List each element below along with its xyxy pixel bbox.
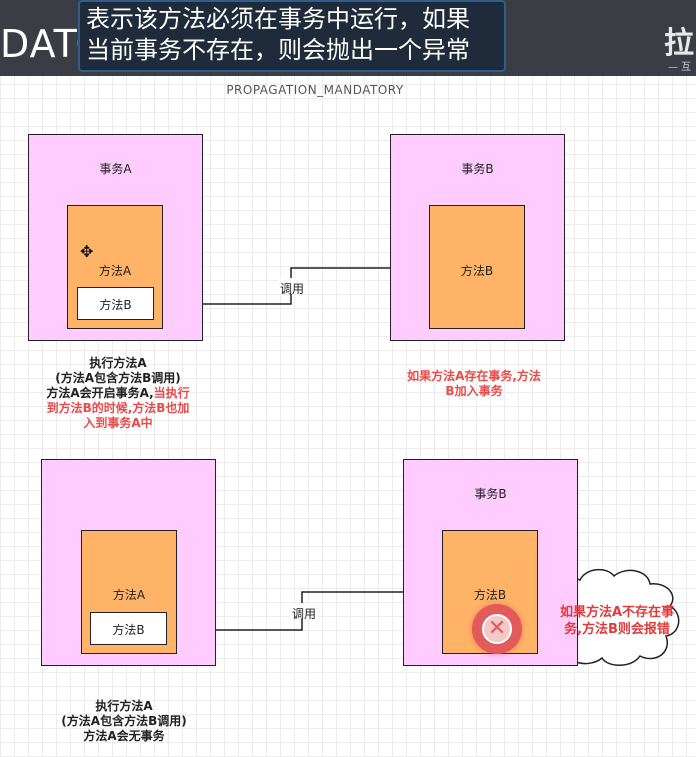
desc-line: 入到事务A中 <box>83 416 153 430</box>
desc-line: (方法A包含方法B调用) <box>55 371 181 385</box>
error-cloud-text: 如果方法A不存在事务,方法B则会报错 <box>559 605 675 637</box>
transaction-b-label-2: 事务B <box>474 487 507 501</box>
method-b-label: 方法B <box>460 264 494 278</box>
logo-subtitle: — 互 <box>668 62 692 73</box>
desc-red-part: 当执行 <box>153 386 190 400</box>
transaction-b-label: 事务B <box>461 162 494 176</box>
desc-line: B加入事务 <box>445 384 503 398</box>
error-x-icon: ✕ <box>482 614 512 644</box>
desc-line: 方法A会开启事务A,当执行 <box>28 386 208 401</box>
method-b-inner-label-2: 方法B <box>112 623 145 637</box>
method-a-label: 方法A <box>98 264 132 278</box>
desc-line: 如果方法A存在事务,方法 <box>407 369 541 383</box>
caption-line-1: 表示该方法必须在事务中运行，如果 <box>86 5 470 33</box>
method-b-label-2: 方法B <box>473 588 507 602</box>
method-b-inner-box-2 <box>90 612 167 645</box>
scenario1-left-description: 执行方法A (方法A包含方法B调用) 方法A会开启事务A,当执行 到方法B的时候… <box>28 356 208 431</box>
method-b-inner-box <box>77 287 154 320</box>
desc-black-part: 方法A会开启事务A, <box>46 386 154 400</box>
call-label-2: 调用 <box>291 607 316 621</box>
desc-line: 到方法B的时候,方法B也加 <box>46 401 190 415</box>
move-cursor-icon: ✥ <box>80 242 94 261</box>
method-b-box <box>429 205 525 329</box>
desc-line: 执行方法A <box>95 699 153 713</box>
desc-line: (方法A包含方法B调用) <box>61 714 187 728</box>
subtitle-caption: 表示该方法必须在事务中运行，如果 当前事务不存在，则会抛出一个异常 <box>78 0 506 72</box>
caption-line-2: 当前事务不存在，则会抛出一个异常 <box>86 36 470 64</box>
scenario2-left-description: 执行方法A (方法A包含方法B调用) 方法A会无事务 <box>34 699 214 744</box>
scenario1-right-description: 如果方法A存在事务,方法 B加入事务 <box>384 369 564 399</box>
method-b-inner-label: 方法B <box>99 298 132 312</box>
desc-line: 执行方法A <box>89 356 147 370</box>
method-a-label-2: 方法A <box>112 588 146 602</box>
logo-mark: 拉 <box>664 26 694 61</box>
transaction-a-label: 事务A <box>99 162 132 176</box>
desc-line: 方法A会无事务 <box>83 729 165 743</box>
error-icon: ✕ <box>472 604 522 654</box>
call-label-1: 调用 <box>279 282 304 296</box>
diagram-title: PROPAGATION_MANDATORY <box>226 83 404 97</box>
